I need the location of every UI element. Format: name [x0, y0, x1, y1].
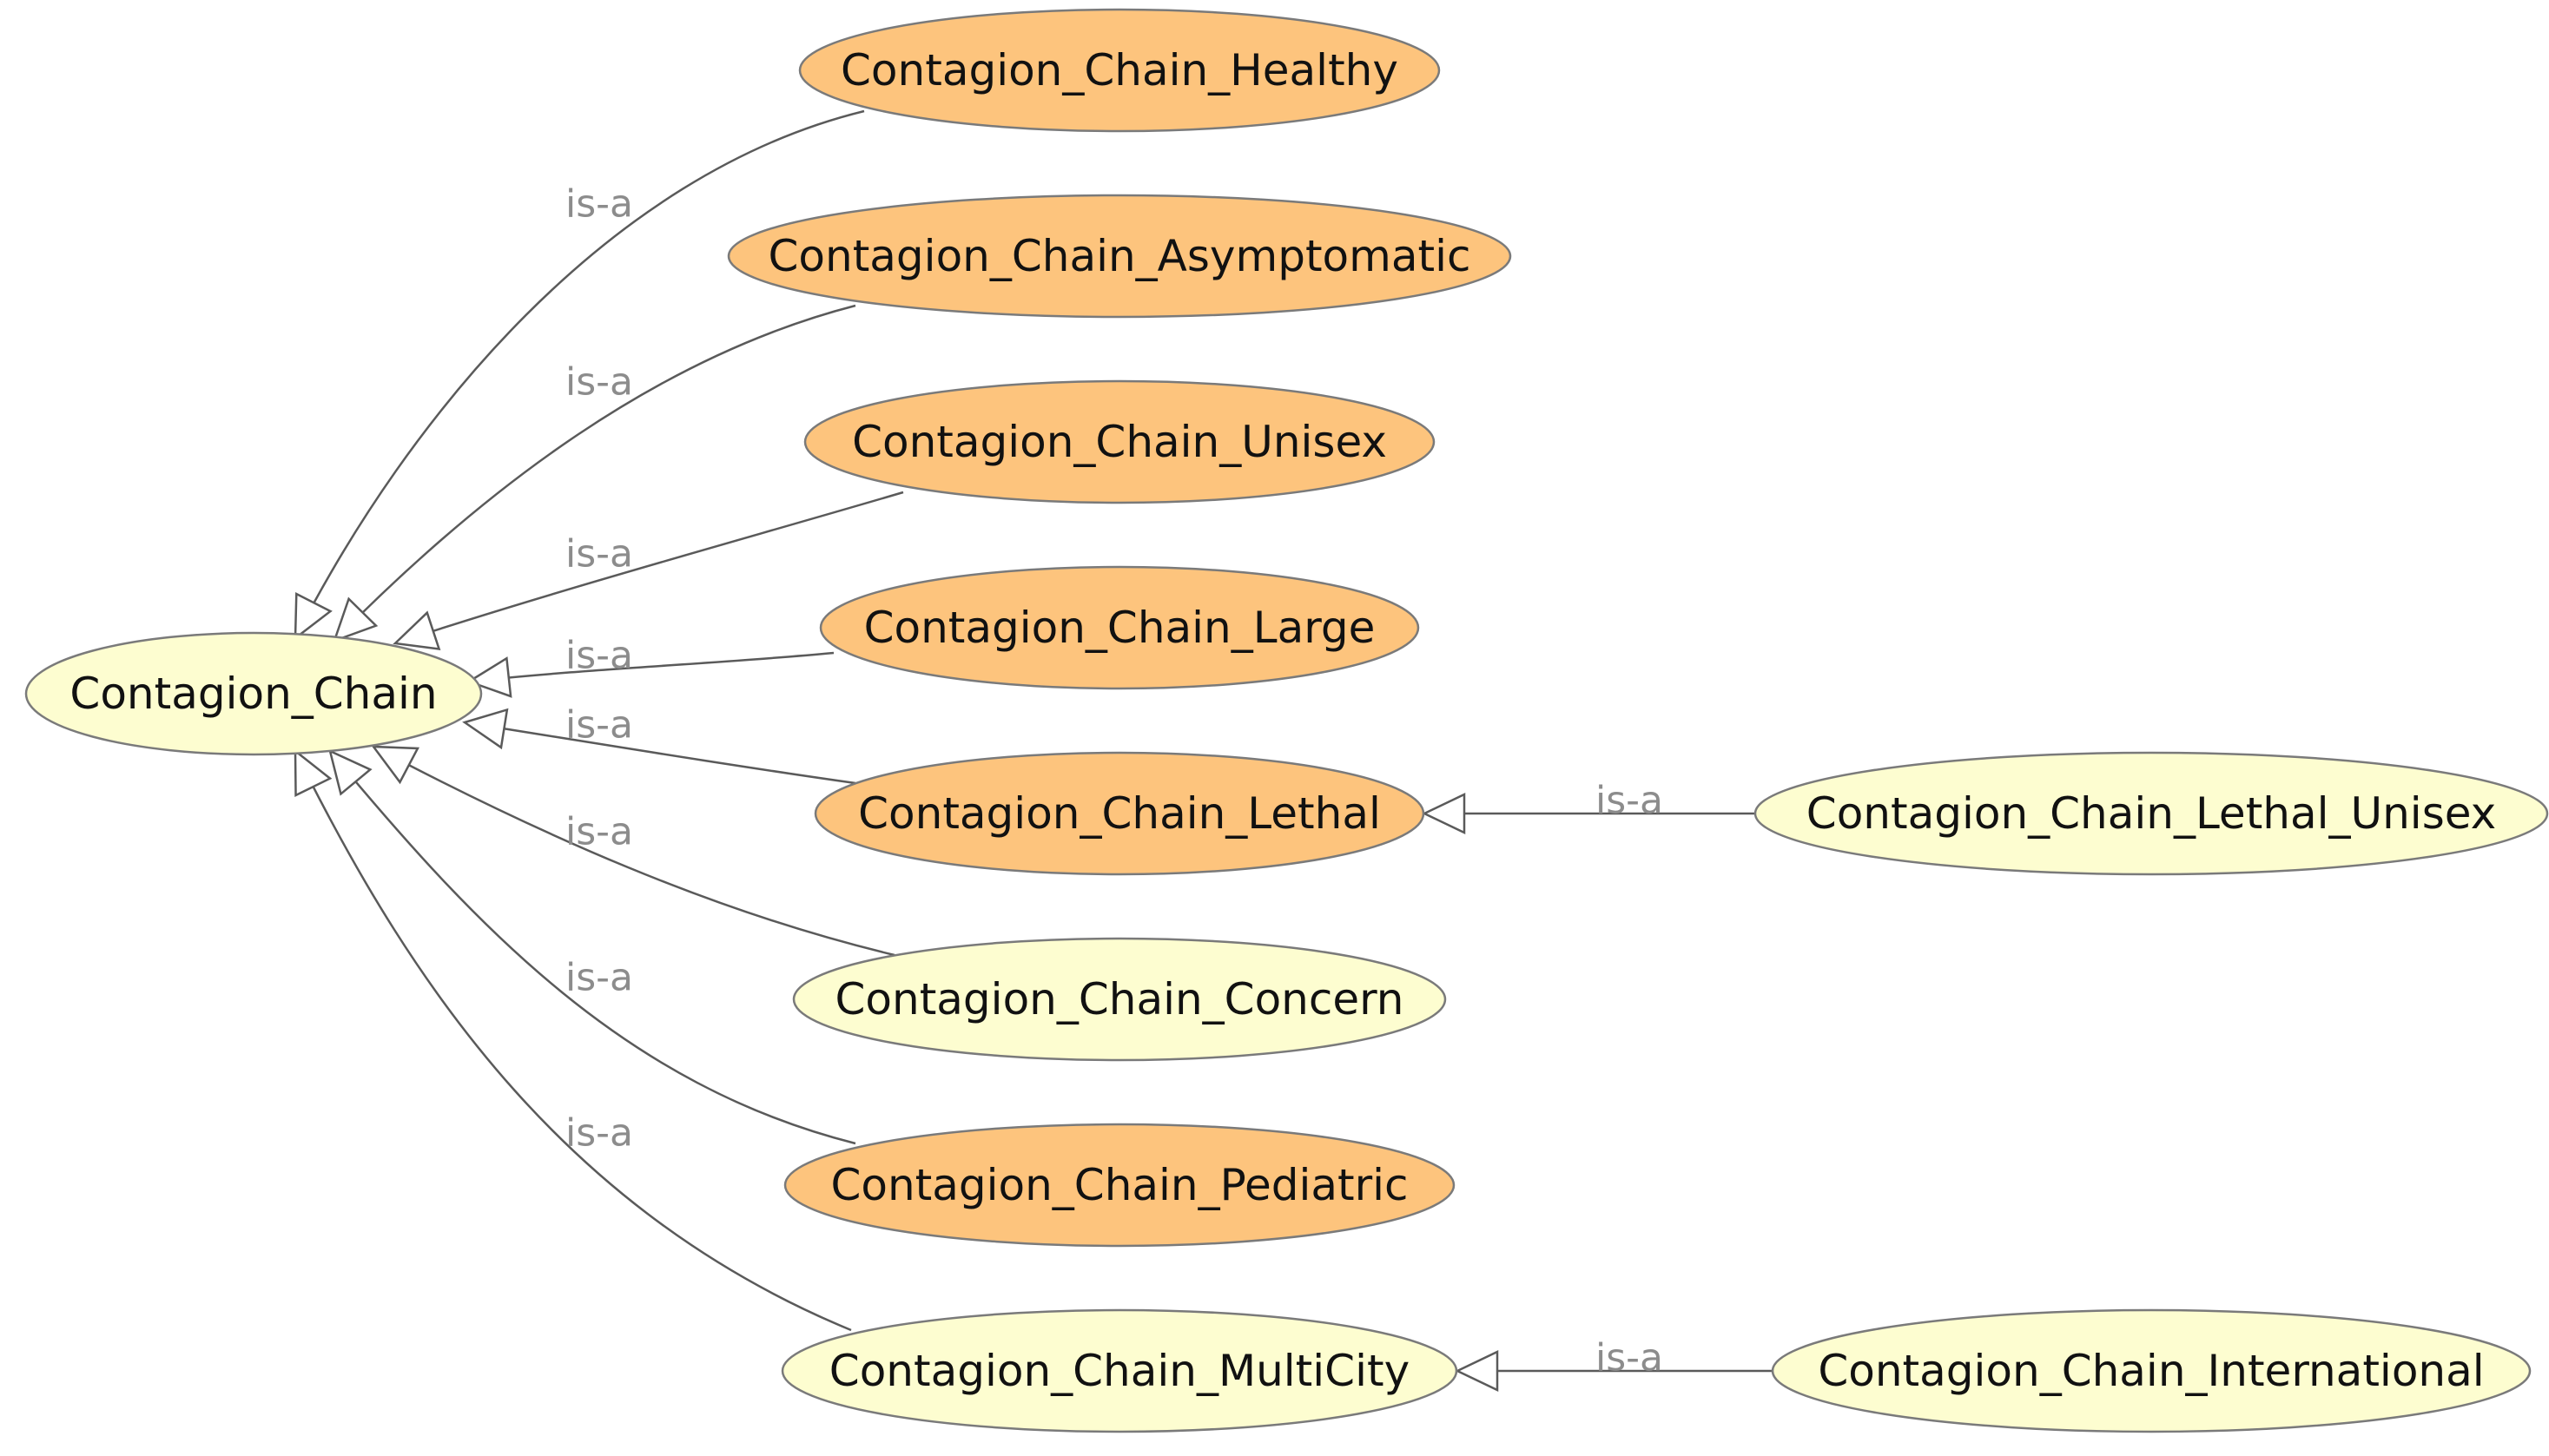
edge-healthy-to-contagion_chain: is-a — [294, 109, 865, 641]
class-node-large[interactable]: Contagion_Chain_Large — [819, 565, 1420, 690]
node-label: Contagion_Chain_Unisex — [852, 417, 1387, 467]
node-ellipse[interactable] — [783, 1123, 1456, 1248]
node-ellipse[interactable] — [814, 751, 1425, 876]
node-label: Contagion_Chain_Large — [864, 603, 1376, 653]
edge-label: is-a — [565, 360, 633, 405]
edge-label: is-a — [1595, 1336, 1663, 1380]
node-ellipse[interactable] — [24, 631, 483, 756]
node-label: Contagion_Chain_Lethal — [858, 788, 1381, 839]
edge-label: is-a — [565, 703, 633, 748]
class-node-concern[interactable]: Contagion_Chain_Concern — [792, 937, 1447, 1062]
class-node-asymptomatic[interactable]: Contagion_Chain_Asymptomatic — [727, 194, 1512, 319]
edge-label: is-a — [565, 956, 633, 1000]
edge-line — [394, 491, 904, 645]
edges-layer: is-a is-a is-a is-a is-a is-a is-a is-a is-a is-a — [294, 109, 1773, 1392]
class-node-lethal[interactable]: Contagion_Chain_Lethal — [814, 751, 1425, 876]
edge-label: is-a — [565, 182, 633, 227]
edge-unisex-to-contagion_chain: is-a — [393, 491, 904, 650]
inheritance-arrow-icon — [371, 745, 419, 785]
class-node-international[interactable]: Contagion_Chain_International — [1771, 1308, 2532, 1433]
class-node-pediatric[interactable]: Contagion_Chain_Pediatric — [783, 1123, 1456, 1248]
edge-international-to-multicity: is-a — [1455, 1336, 1773, 1392]
edge-line — [329, 750, 856, 1145]
node-label: Contagion_Chain_Lethal_Unisex — [1806, 788, 2496, 839]
edge-label: is-a — [565, 532, 633, 576]
node-ellipse[interactable] — [803, 379, 1436, 504]
inheritance-arrow-icon — [294, 748, 333, 797]
edge-lethal-to-contagion_chain: is-a — [462, 703, 856, 785]
inheritance-arrow-icon — [1422, 793, 1466, 834]
inheritance-arrow-icon — [1455, 1350, 1499, 1392]
edge-line — [333, 304, 856, 642]
edge-lethal_unisex-to-lethal: is-a — [1422, 779, 1755, 834]
edge-label: is-a — [565, 1111, 633, 1156]
edge-pediatric-to-contagion_chain: is-a — [328, 748, 856, 1145]
class-node-lethal-unisex[interactable]: Contagion_Chain_Lethal_Unisex — [1753, 751, 2549, 876]
nodes-layer: Contagion_Chain Contagion_Chain_HealthyCo… — [24, 8, 2549, 1433]
inheritance-arrow-icon — [466, 656, 512, 698]
node-ellipse[interactable] — [792, 937, 1447, 1062]
node-label: Contagion_Chain_Asymptomatic — [769, 231, 1471, 281]
node-ellipse[interactable] — [819, 565, 1420, 690]
node-label: Contagion_Chain_MultiCity — [829, 1346, 1410, 1396]
inheritance-arrow-icon — [294, 592, 333, 641]
node-ellipse[interactable] — [1771, 1308, 2532, 1433]
edge-line — [468, 651, 835, 683]
edge-line — [464, 721, 856, 785]
inheritance-arrow-icon — [393, 610, 441, 650]
inheritance-arrow-icon — [462, 708, 509, 750]
inheritance-arrow-icon — [328, 748, 373, 796]
edge-line — [294, 109, 865, 639]
node-label: Contagion_Chain_Concern — [835, 974, 1404, 1024]
edge-label: is-a — [565, 810, 633, 854]
edge-line — [373, 745, 895, 957]
node-ellipse[interactable] — [781, 1308, 1458, 1433]
edge-large-to-contagion_chain: is-a — [466, 634, 835, 698]
class-node-multicity[interactable]: Contagion_Chain_MultiCity — [781, 1308, 1458, 1433]
node-ellipse[interactable] — [1753, 751, 2549, 876]
node-label: Contagion_Chain — [69, 669, 437, 719]
node-ellipse[interactable] — [798, 8, 1441, 133]
class-node-unisex[interactable]: Contagion_Chain_Unisex — [803, 379, 1436, 504]
node-label: Contagion_Chain_Healthy — [841, 45, 1398, 96]
edge-concern-to-contagion_chain: is-a — [371, 745, 895, 957]
node-label: Contagion_Chain_Pediatric — [830, 1160, 1408, 1210]
class-node-contagion-chain[interactable]: Contagion_Chain — [24, 631, 483, 756]
node-ellipse[interactable] — [727, 194, 1512, 319]
edge-label: is-a — [565, 634, 633, 678]
node-label: Contagion_Chain_International — [1818, 1346, 2484, 1396]
edge-label: is-a — [1595, 779, 1663, 823]
inheritance-arrow-icon — [332, 596, 379, 643]
edge-multicity-to-contagion_chain: is-a — [294, 748, 852, 1332]
edge-asymptomatic-to-contagion_chain: is-a — [332, 304, 856, 643]
edge-line — [294, 750, 852, 1332]
class-node-healthy[interactable]: Contagion_Chain_Healthy — [798, 8, 1441, 133]
